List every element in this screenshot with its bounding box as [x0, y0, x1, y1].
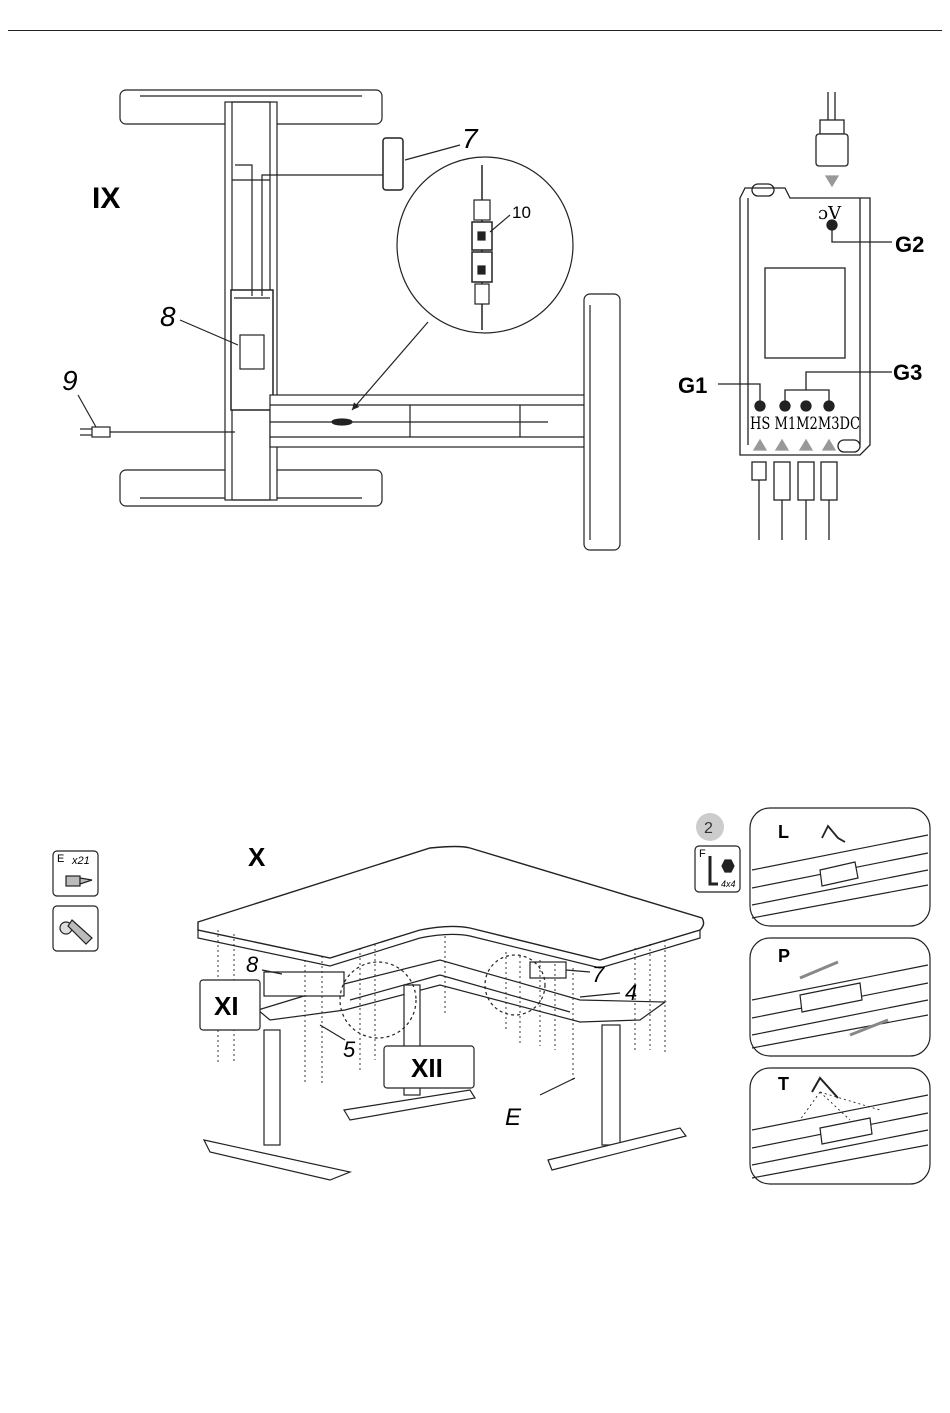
x-label-handset: 7 [592, 962, 605, 987]
label-connector: 10 [512, 203, 531, 222]
step-ix-title: IX [92, 182, 120, 215]
callout-g3: G3 [893, 360, 922, 385]
screw-qty: x21 [71, 855, 90, 867]
detail-panel-l [750, 808, 930, 926]
detail-t-label: T [778, 1074, 789, 1094]
detail-l-label: L [778, 822, 789, 842]
x-label-screw: E [505, 1104, 522, 1131]
sub-step-xii: XII [411, 1053, 443, 1083]
port-ov-label: ɔV [818, 203, 842, 224]
label-power-cord: 9 [62, 365, 78, 396]
control-box-detail [718, 92, 892, 540]
x-label-crossbar: 5 [343, 1037, 356, 1062]
detail-p-label: P [778, 946, 790, 966]
x-label-beam: 4 [625, 980, 637, 1005]
l-desk-diagram [198, 847, 704, 1181]
port-row-label: HS M1M2M3DC [750, 414, 860, 434]
callout-g2: G2 [895, 232, 924, 257]
sub-step-xi: XI [214, 991, 239, 1021]
detail-panel-t [750, 1068, 930, 1184]
detail-panel-p [750, 938, 930, 1056]
screwdriver-box [53, 906, 98, 951]
label-handset: 7 [462, 123, 479, 154]
hex-key-letter: F [699, 848, 706, 860]
label-control-box: 8 [160, 301, 176, 332]
screw-letter: E [57, 853, 64, 865]
callout-g1: G1 [678, 373, 707, 398]
x-label-control-box: 8 [246, 952, 259, 977]
step-x-title: X [248, 842, 266, 872]
tool-count: 2 [704, 820, 713, 837]
hex-key-size: 4x4 [721, 879, 736, 889]
